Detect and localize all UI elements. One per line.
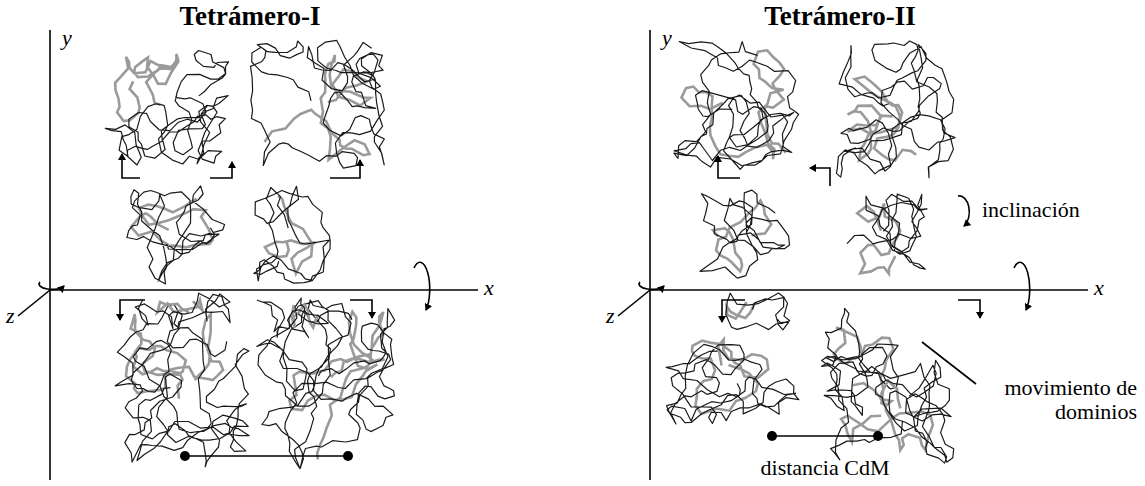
- move-arrow: [958, 300, 980, 318]
- protein-backbone: [257, 298, 328, 338]
- y-axis: [49, 30, 51, 480]
- backbone-shade: [157, 300, 202, 313]
- protein-backbone: [666, 344, 799, 424]
- backbone-shade: [115, 54, 178, 121]
- scale-dot: [767, 431, 777, 441]
- protein-backbone: [831, 360, 954, 463]
- protein-backbone: [251, 40, 385, 168]
- axis-label: y: [662, 26, 672, 50]
- panel-title: Tetrámero-II: [764, 2, 915, 32]
- annotation: movimiento de dominios: [972, 376, 1137, 424]
- y-axis: [649, 30, 651, 480]
- protein-backbone: [105, 51, 228, 166]
- protein-backbone: [700, 190, 790, 278]
- protein-backbone: [254, 186, 330, 283]
- move-arrow: [810, 168, 830, 186]
- scale-bar: [185, 455, 348, 457]
- x-axis: [50, 289, 478, 291]
- axis-label: y: [62, 26, 72, 50]
- move-arrow: [120, 300, 145, 320]
- rotation-arrow: [639, 282, 664, 289]
- leader-line: [922, 342, 976, 384]
- x-axis: [650, 289, 1088, 291]
- backbone-shade: [713, 201, 771, 272]
- move-arrow: [122, 154, 140, 178]
- rotation-arrow: [414, 262, 430, 310]
- scale-dot: [343, 451, 353, 461]
- protein-backbone: [726, 293, 790, 330]
- protein-backbone: [135, 293, 230, 328]
- rotation-arrow: [1014, 262, 1030, 310]
- axis-label: x: [1094, 276, 1104, 300]
- backbone-shade: [834, 328, 893, 407]
- scale-dot: [180, 451, 190, 461]
- protein-backbone: [836, 41, 955, 178]
- move-arrow: [350, 300, 372, 318]
- protein-backbone: [115, 304, 249, 467]
- protein-backbone: [822, 308, 899, 415]
- rotation-arrow: [39, 282, 64, 289]
- tilt-arrow: [958, 196, 969, 226]
- scale-bar: [772, 435, 878, 437]
- protein-backbone: [674, 42, 799, 170]
- axis-label: z: [606, 304, 615, 328]
- axis-label: z: [6, 304, 15, 328]
- protein-backbone: [257, 300, 395, 469]
- axis-label: x: [484, 276, 494, 300]
- move-arrow: [330, 160, 360, 178]
- annotation: distancia CdM: [761, 456, 890, 480]
- scale-dot: [873, 431, 883, 441]
- z-axis: [18, 290, 50, 316]
- move-arrow: [718, 156, 740, 178]
- protein-backbone: [127, 186, 225, 284]
- move-arrow: [722, 300, 745, 322]
- protein-backbone: [847, 194, 927, 269]
- move-arrow: [210, 162, 232, 178]
- annotation: inclinación: [982, 198, 1080, 222]
- z-axis: [618, 290, 650, 316]
- panel-title: Tetrámero-I: [180, 2, 321, 32]
